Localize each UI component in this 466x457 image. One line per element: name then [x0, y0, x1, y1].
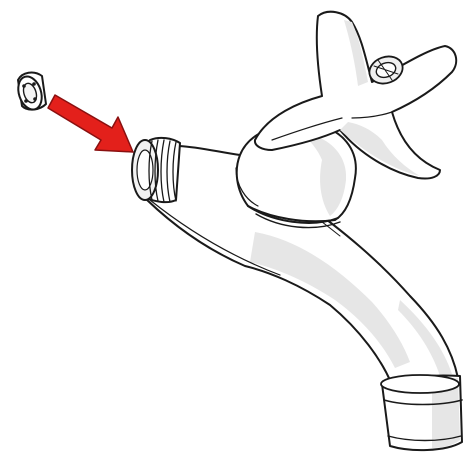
threaded-inlet — [132, 138, 180, 202]
spout-nozzle — [381, 375, 462, 450]
direction-arrow — [48, 95, 133, 152]
washer-ring — [14, 73, 46, 113]
